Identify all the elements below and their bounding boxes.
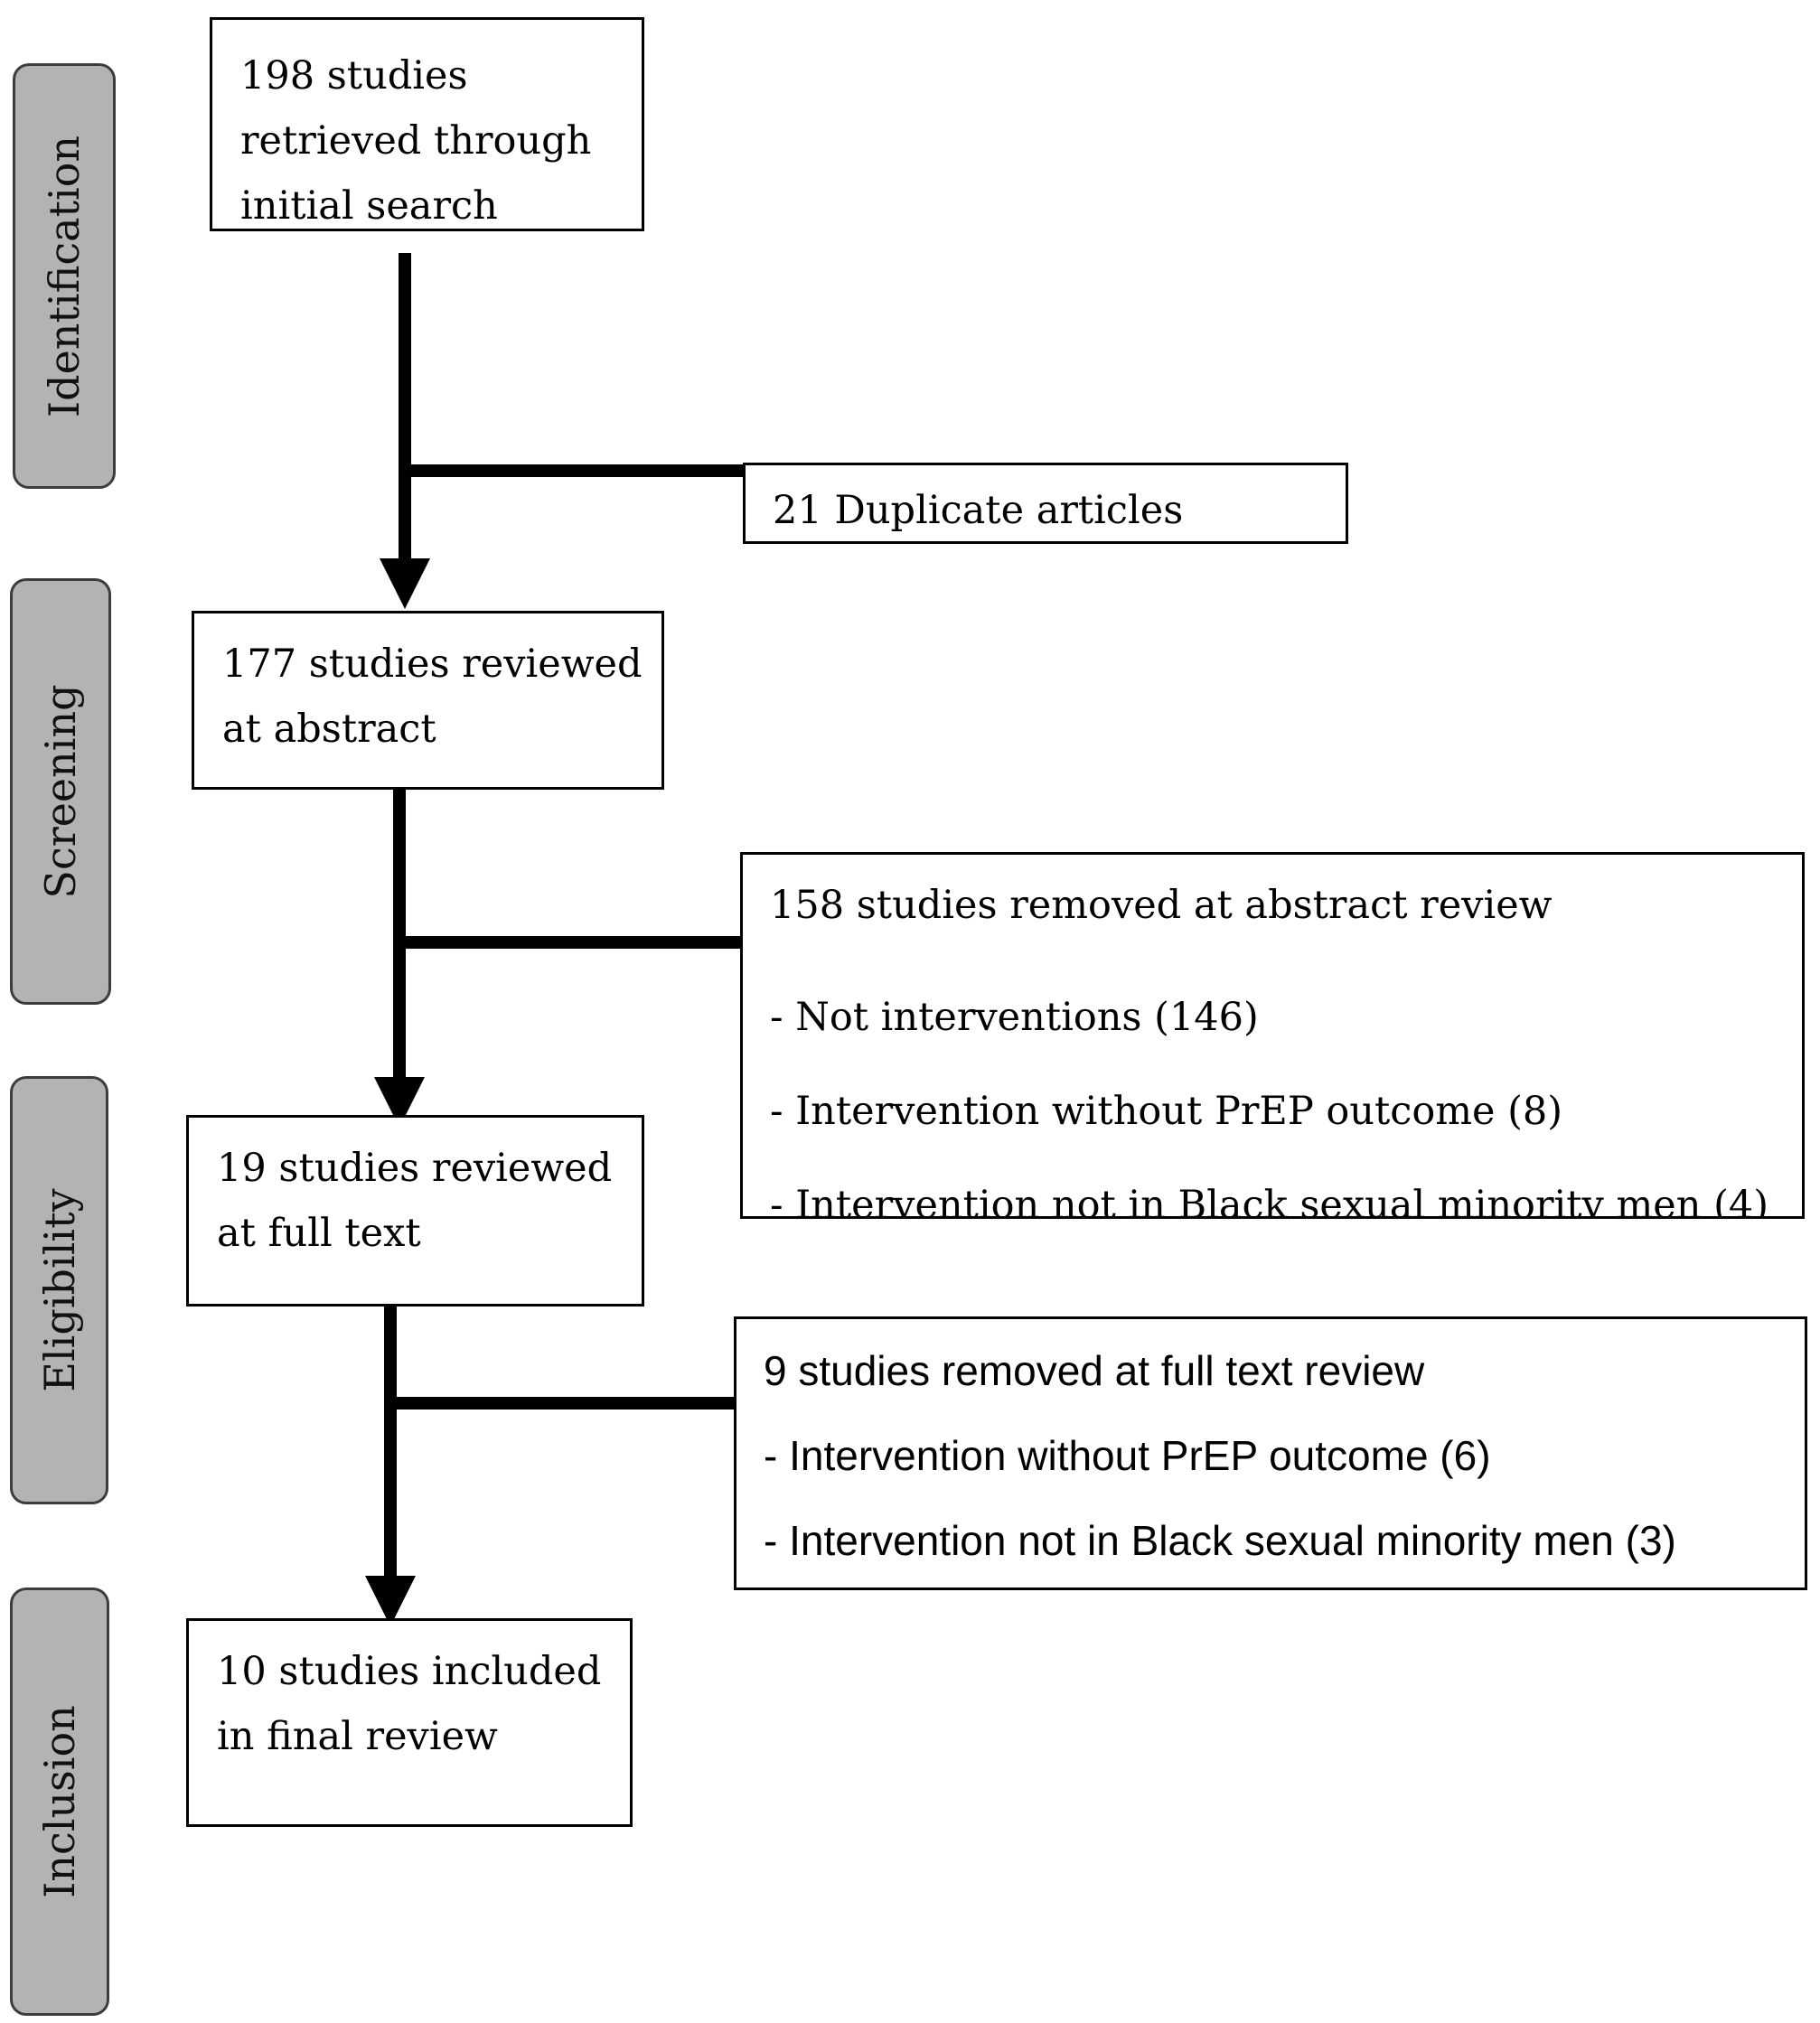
stage-inclusion: Inclusion [10,1587,109,2016]
box-full-text-review: 19 studies reviewed at full text [186,1115,644,1307]
abstract-removed-item-3: - Intervention not in Black sexual minor… [770,1183,1768,1219]
full-text-review-line-2: at full text [217,1211,421,1256]
box-abstract-review: 177 studies reviewed at abstract [192,611,664,790]
stage-screening: Screening [10,578,111,1005]
abstract-review-line-1: 177 studies reviewed [222,642,643,687]
box-full-text-removed: 9 studies removed at full text review - … [734,1316,1807,1590]
final-review-line-1: 10 studies included [217,1649,602,1694]
duplicates-line-1: 21 Duplicate articles [773,488,1184,533]
stage-eligibility: Eligibility [10,1076,108,1504]
final-review-line-2: in final review [217,1714,498,1759]
full-text-removed-item-1: - Intervention without PrEP outcome (6) [764,1432,1491,1479]
initial-search-line-2: retrieved through [240,118,592,164]
stage-identification: Identification [13,63,116,489]
initial-search-line-1: 198 studies [240,53,468,98]
box-duplicates: 21 Duplicate articles [743,463,1348,544]
box-initial-search: 198 studies retrieved through initial se… [210,17,644,231]
full-text-removed-item-2: - Intervention not in Black sexual minor… [764,1517,1676,1564]
full-text-removed-heading: 9 studies removed at full text review [764,1347,1425,1394]
box-abstract-removed: 158 studies removed at abstract review -… [740,852,1805,1219]
abstract-removed-heading: 158 studies removed at abstract review [770,883,1553,928]
abstract-removed-item-2: - Intervention without PrEP outcome (8) [770,1089,1563,1134]
full-text-review-line-1: 19 studies reviewed [217,1146,613,1191]
initial-search-line-3: initial search [240,183,498,229]
box-final-review: 10 studies included in final review [186,1618,633,1827]
abstract-review-line-2: at abstract [222,707,436,752]
abstract-removed-item-1: - Not interventions (146) [770,995,1259,1040]
